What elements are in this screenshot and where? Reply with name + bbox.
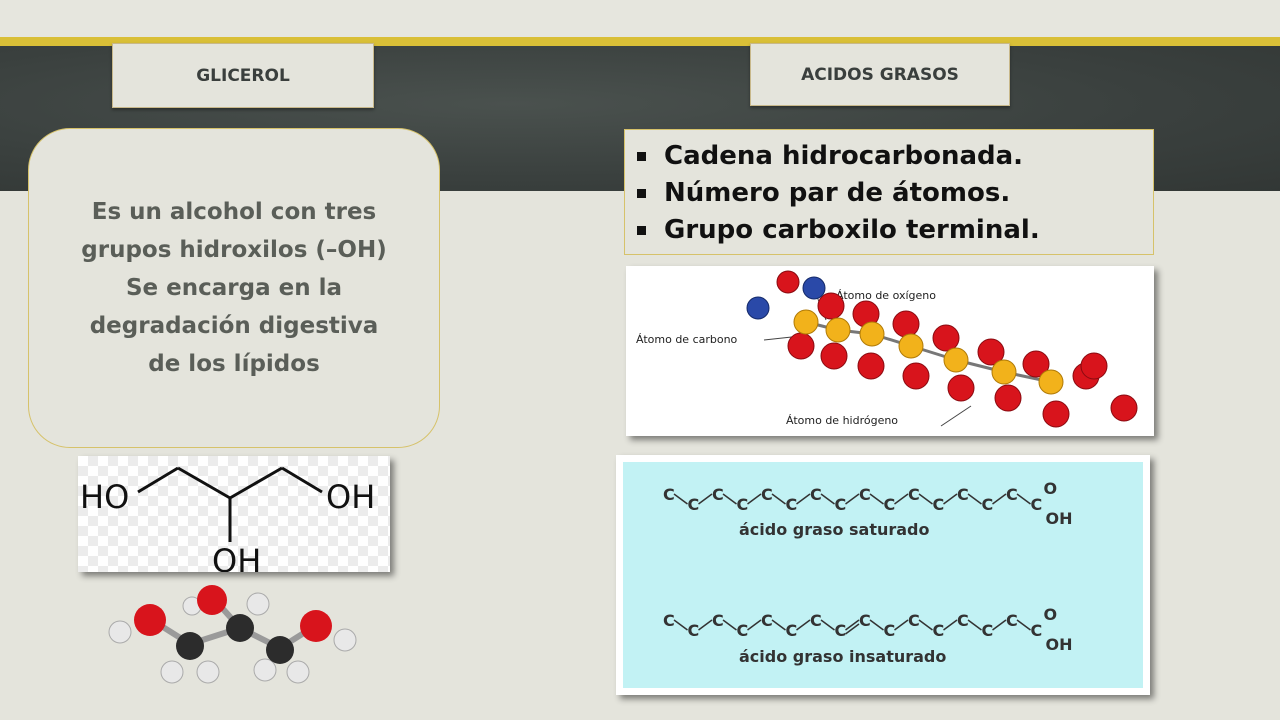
oxygen-atoms xyxy=(134,585,332,642)
carbon-symbol: C xyxy=(884,621,896,640)
red-atom-icon xyxy=(1080,352,1108,380)
carbon-atom-icon xyxy=(793,309,819,335)
feature-text: Cadena hidrocarbonada. xyxy=(664,141,1024,171)
glycerol-bottom-hydroxyl: OH xyxy=(212,542,261,572)
red-atom-icon xyxy=(994,384,1022,412)
red-atom-icon xyxy=(1110,394,1138,422)
carbon-symbol: C xyxy=(737,621,749,640)
list-item: Número par de átomos. xyxy=(637,175,1153,212)
glycerol-description-line: degradación digestiva xyxy=(89,313,379,339)
carbon-symbol: C xyxy=(761,485,773,504)
carbon-atom-icon xyxy=(898,333,924,359)
fatty-acid-model-image: Átomo de oxígeno Átomo de carbono Átomo … xyxy=(626,266,1154,436)
carbon-symbol: C xyxy=(1031,495,1043,514)
carbon-symbol: C xyxy=(835,621,847,640)
list-item: Grupo carboxilo terminal. xyxy=(637,212,1153,249)
carbon-atom-icon xyxy=(859,321,885,347)
glycerol-description-card: Es un alcohol con tres grupos hidroxilos… xyxy=(28,128,440,448)
carbon-symbol: C xyxy=(663,485,675,504)
carbon-atom-icon xyxy=(825,317,851,343)
carbon-symbol: C xyxy=(933,495,945,514)
glycerol-right-hydroxyl: OH xyxy=(326,478,375,516)
red-atom-icon xyxy=(1042,400,1070,428)
gold-accent-line xyxy=(0,37,1280,46)
glycerol-description-line: de los lípidos xyxy=(148,351,320,377)
glycerol-left-hydroxyl: HO xyxy=(80,478,129,516)
hydroxyl-symbol: OH xyxy=(1046,509,1073,528)
carbon-symbol: C xyxy=(1006,485,1018,504)
glycerol-bonds xyxy=(137,466,323,542)
carbon-atom-icon xyxy=(1038,369,1064,395)
glycerol-structure-image: HO OH OH xyxy=(78,456,390,580)
red-atom-icon xyxy=(787,332,815,360)
glycerol-description: Es un alcohol con tres grupos hidroxilos… xyxy=(81,193,386,383)
saturated-fatty-acid-label: ácido graso saturado xyxy=(739,520,930,539)
carbon-symbol: C xyxy=(712,611,724,630)
bullet-square-icon xyxy=(637,226,646,235)
carbon-atom-label: Átomo de carbono xyxy=(636,333,738,346)
list-item: Cadena hidrocarbonada. xyxy=(637,138,1153,175)
oxygen-atom-label: Átomo de oxígeno xyxy=(836,289,936,302)
red-atom-icon xyxy=(820,342,848,370)
carbon-symbol: C xyxy=(884,495,896,514)
blue-atom-icon xyxy=(746,296,770,320)
carbon-atoms xyxy=(176,614,294,664)
oxygen-symbol: O xyxy=(1044,605,1058,624)
red-atom-icon xyxy=(932,324,960,352)
carbon-symbol: C xyxy=(859,611,871,630)
carbon-symbol: C xyxy=(663,611,675,630)
carbon-symbol: C xyxy=(1031,621,1043,640)
glycerol-ball-and-stick-model xyxy=(108,585,357,684)
carbon-atom-icon xyxy=(991,359,1017,385)
feature-text: Grupo carboxilo terminal. xyxy=(664,215,1040,245)
bullet-square-icon xyxy=(637,152,646,161)
red-atom-icon xyxy=(902,362,930,390)
red-atom-icon xyxy=(817,292,845,320)
feature-text: Número par de átomos. xyxy=(664,178,1011,208)
carbon-symbol: C xyxy=(1006,611,1018,630)
red-atom-icon xyxy=(857,352,885,380)
carbon-symbol: C xyxy=(982,621,994,640)
hydrogen-atom-label: Átomo de hidrógeno xyxy=(786,414,898,427)
oxygen-symbol: O xyxy=(1044,479,1058,498)
carbon-symbol: C xyxy=(737,495,749,514)
carbon-symbol: C xyxy=(786,495,798,514)
carbon-symbol: C xyxy=(786,621,798,640)
unsaturated-fatty-acid-label: ácido graso insaturado xyxy=(739,647,946,666)
fatty-acid-features-box: Cadena hidrocarbonada. Número par de áto… xyxy=(624,129,1154,255)
carbon-symbol: C xyxy=(982,495,994,514)
glycerol-description-line: grupos hidroxilos (–OH) xyxy=(81,237,387,263)
blue-atom-icon xyxy=(802,276,826,300)
top-band xyxy=(0,0,1280,38)
carbon-symbol: C xyxy=(908,611,920,630)
glicerol-heading: GLICEROL xyxy=(112,43,374,108)
carbon-symbol: C xyxy=(688,621,700,640)
carbon-symbol: C xyxy=(859,485,871,504)
red-atom-icon xyxy=(1022,350,1050,378)
carbon-symbol: C xyxy=(957,485,969,504)
acidos-grasos-heading: ACIDOS GRASOS xyxy=(750,43,1010,106)
red-atom-icon xyxy=(947,374,975,402)
fatty-acid-features-list: Cadena hidrocarbonada. Número par de áto… xyxy=(637,138,1153,249)
carbon-symbol: C xyxy=(712,485,724,504)
bullet-square-icon xyxy=(637,189,646,198)
hydroxyl-symbol: OH xyxy=(1046,635,1073,654)
red-atom-icon xyxy=(977,338,1005,366)
carbon-symbol: C xyxy=(810,611,822,630)
carbon-symbol: C xyxy=(933,621,945,640)
carbon-symbol: C xyxy=(835,495,847,514)
hydrogen-atoms xyxy=(108,592,357,684)
carbon-symbol: C xyxy=(810,485,822,504)
red-atom-icon xyxy=(776,270,800,294)
carbon-symbol: C xyxy=(908,485,920,504)
glycerol-description-line: Se encarga en la xyxy=(125,275,343,301)
glycerol-description-line: Es un alcohol con tres xyxy=(91,199,377,225)
carbon-symbol: C xyxy=(761,611,773,630)
carbon-symbol: C xyxy=(957,611,969,630)
carbon-symbol: C xyxy=(688,495,700,514)
carbon-atom-icon xyxy=(943,347,969,373)
red-atom-icon xyxy=(892,310,920,338)
